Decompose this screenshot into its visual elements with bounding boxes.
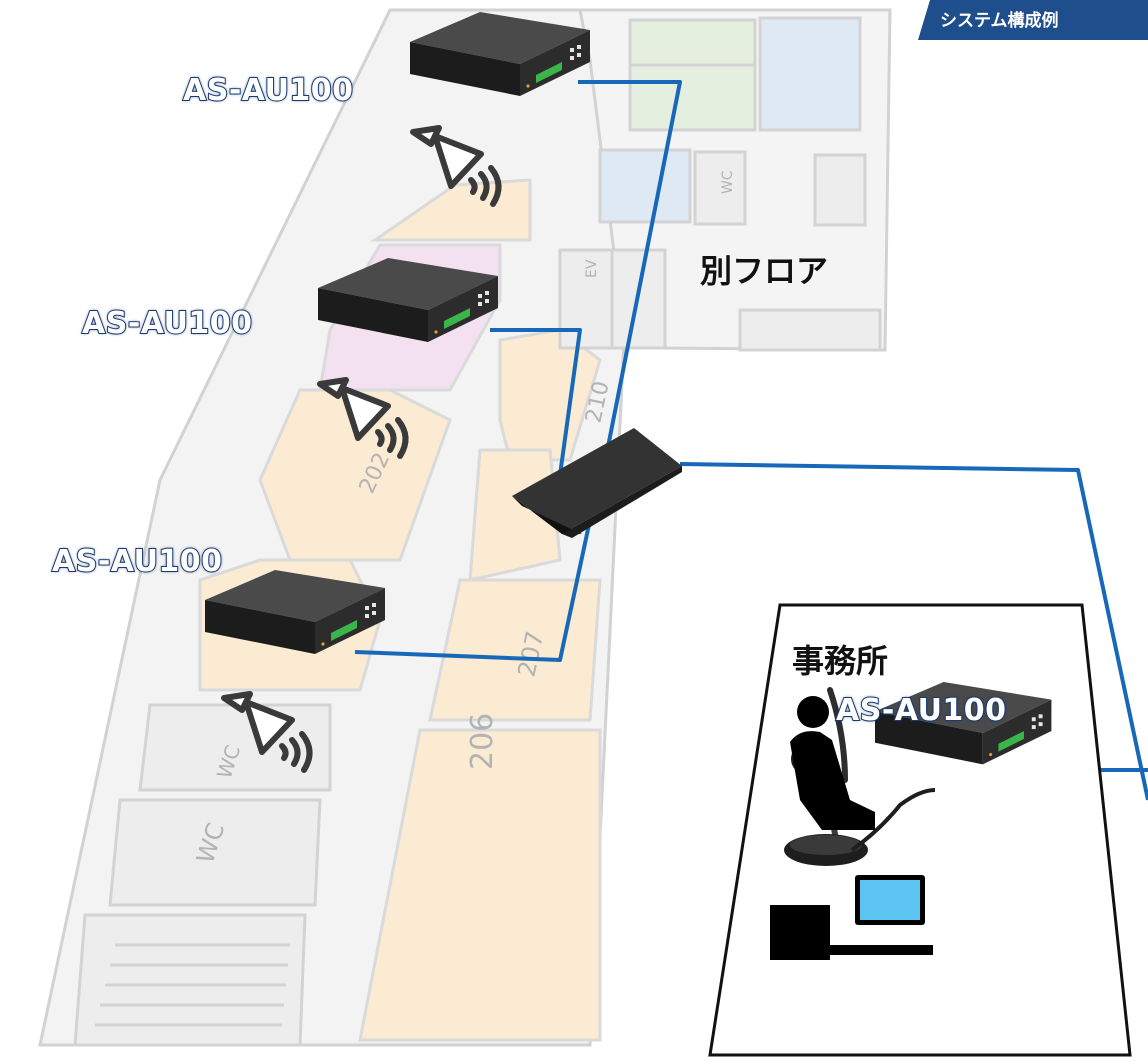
cable-unit3-to-switch [354,519,592,662]
network-switch-icon [512,428,682,538]
device-label: AS-AU100 [182,72,354,109]
device-label: AS-AU100 [51,543,223,580]
floor-area-labels: 別フロア [700,252,828,290]
cable-switch-to-office [679,462,1148,801]
device-label: AS-AU100 [81,305,253,342]
cable-unit1-to-switch [578,80,682,463]
office-area: 事務所 [708,603,1132,1057]
device-label: AS-AU100 [835,692,1007,729]
other-floor-label: 別フロア [700,252,828,290]
cable-unit2-to-switch [490,328,582,476]
network-cables [354,80,1148,801]
banner-title: システム構成例 [940,11,1059,31]
room-label-wc-3: WC [720,170,736,194]
room-label-ev: EV [584,259,600,278]
room-label-206: 206 [465,713,500,770]
office-label: 事務所 [792,642,888,680]
operator-with-laptop-icon [770,696,933,960]
header-banner [918,0,1148,40]
